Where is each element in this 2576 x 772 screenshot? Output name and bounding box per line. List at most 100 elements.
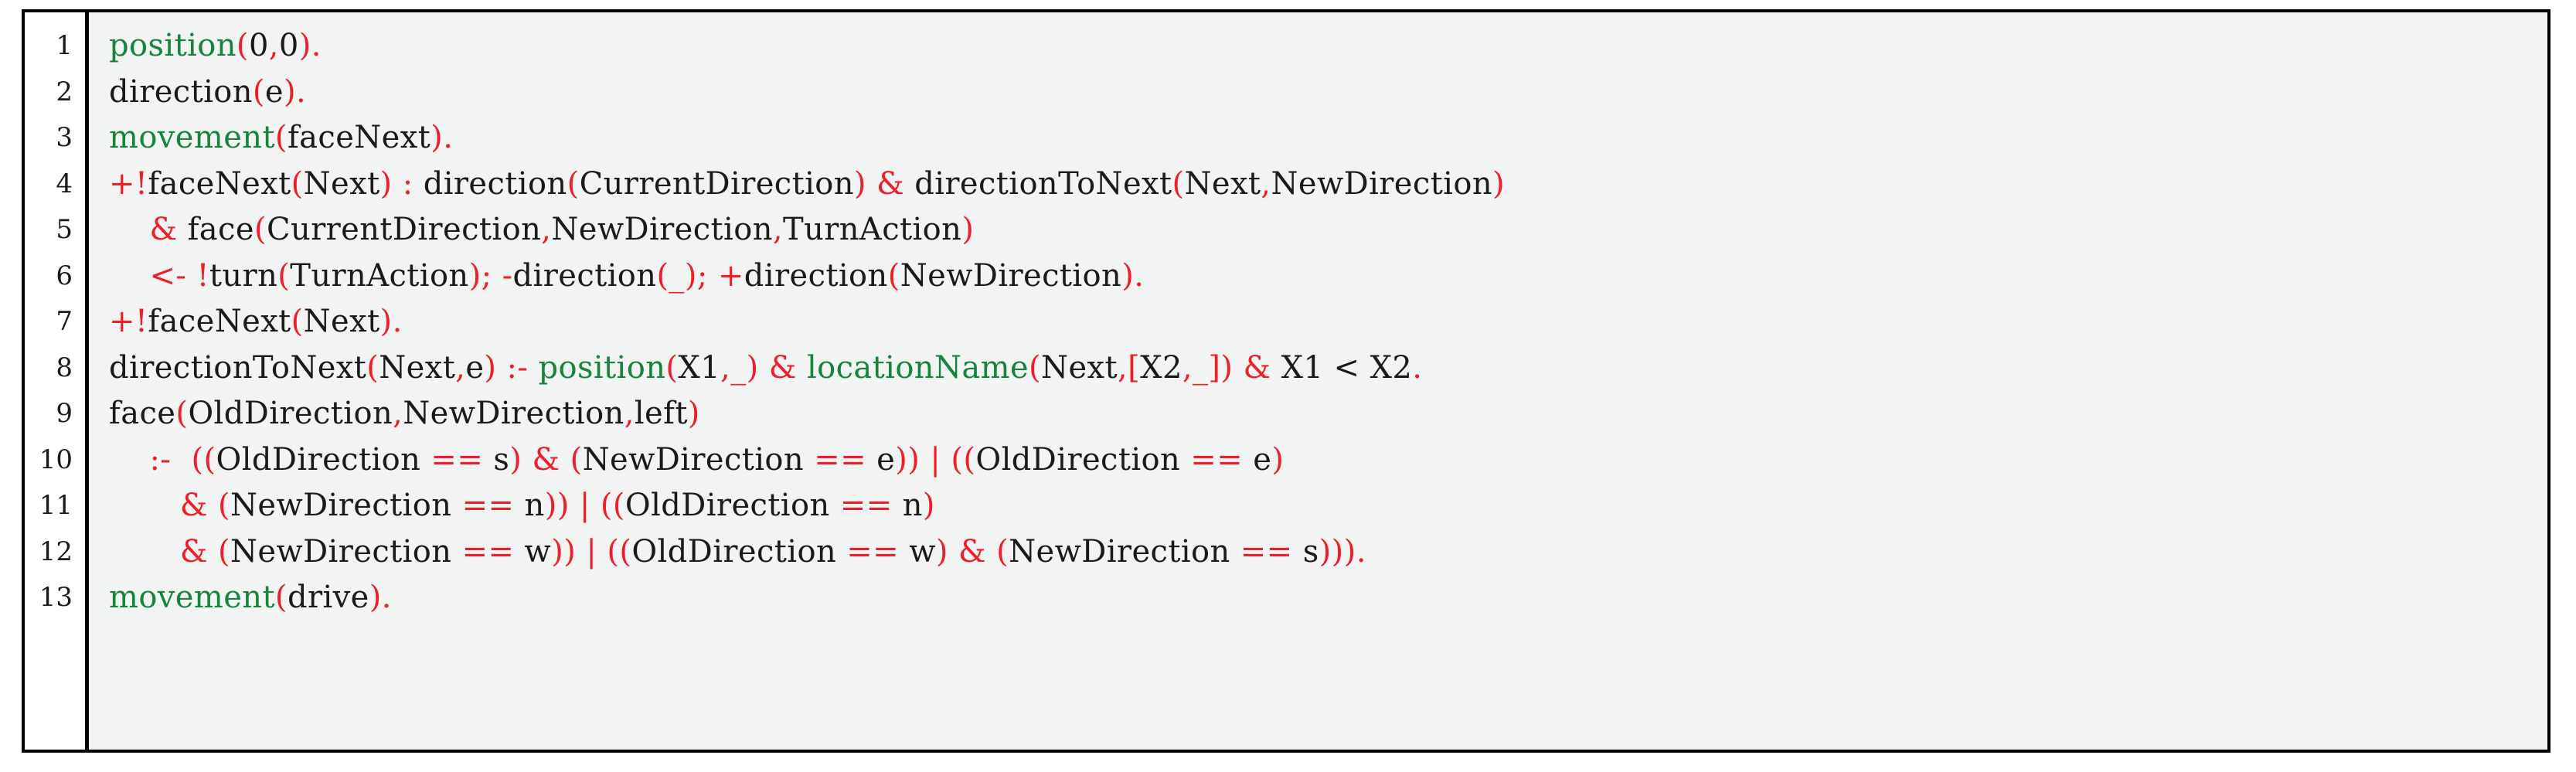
code-token: e: [465, 349, 485, 386]
code-token: OldDirection: [216, 441, 421, 478]
code-token: (: [217, 488, 230, 523]
code-token: [: [1128, 349, 1141, 386]
code-token: .: [381, 580, 392, 615]
code-token: ): [509, 441, 522, 478]
code-token: [109, 212, 149, 247]
code-token: [496, 350, 506, 386]
code-token: ==: [839, 488, 893, 523]
code-token: ((: [191, 441, 216, 478]
code-token: ): [379, 304, 393, 339]
code-line[interactable]: +!faceNext(Next) : direction(CurrentDire…: [109, 162, 2547, 208]
code-token: [597, 534, 607, 570]
code-line[interactable]: & (NewDirection == n)) | ((OldDirection …: [109, 483, 2547, 529]
line-number: 3: [56, 122, 73, 153]
code-token: (: [274, 580, 288, 615]
code-token: [451, 488, 461, 523]
code-line[interactable]: & face(CurrentDirection,NewDirection,Tur…: [109, 207, 2547, 253]
code-token: TurnAction: [782, 212, 962, 247]
code-token: [836, 534, 846, 570]
code-token: [866, 166, 876, 202]
code-token: |: [586, 533, 597, 570]
code-content-area[interactable]: position(0,0).direction(e).movement(face…: [89, 12, 2547, 750]
code-token: turn: [209, 257, 278, 294]
code-token: ,: [772, 212, 783, 247]
code-token: ,: [720, 349, 731, 386]
code-token: Next: [303, 165, 380, 202]
code-token: .: [392, 304, 403, 339]
code-line[interactable]: movement(faceNext).: [109, 115, 2547, 162]
code-line[interactable]: & (NewDirection == w)) | ((OldDirection …: [109, 529, 2547, 576]
code-token: [492, 258, 502, 294]
code-token: );: [468, 257, 492, 294]
code-line[interactable]: :- ((OldDirection == s) & (NewDirection …: [109, 437, 2547, 484]
code-token: e: [264, 73, 284, 110]
code-token: n: [514, 488, 545, 523]
code-token: ((: [951, 441, 976, 478]
code-token: [570, 488, 580, 523]
code-token: (: [217, 533, 230, 570]
code-token: drive: [287, 580, 369, 615]
code-token: .: [311, 28, 322, 63]
code-token: :: [402, 165, 413, 202]
code-token: w: [514, 533, 552, 570]
code-line[interactable]: directionToNext(Next,e) :- position(X1,_…: [109, 345, 2547, 392]
code-token: [522, 442, 532, 478]
code-token: face: [109, 396, 176, 431]
line-number: 6: [56, 260, 73, 291]
code-token: );: [684, 257, 708, 294]
code-token: OldDirection: [624, 488, 830, 523]
code-token: [1180, 442, 1190, 478]
code-token: Next: [379, 349, 456, 386]
code-token: ,: [393, 396, 403, 431]
code-token: n: [892, 488, 923, 523]
code-token: ,: [624, 396, 635, 431]
code-line[interactable]: <- !turn(TurnAction); -direction(_); +di…: [109, 253, 2547, 300]
code-token: ): [687, 396, 700, 431]
line-number: 1: [56, 30, 73, 61]
line-number: 12: [39, 536, 73, 567]
code-token: position: [538, 349, 666, 386]
code-token: w: [899, 533, 936, 570]
code-token: direction: [744, 257, 888, 294]
code-token: ==: [814, 441, 867, 478]
code-token: faceNext: [287, 120, 431, 155]
code-token: ): [961, 212, 975, 247]
code-line[interactable]: movement(drive).: [109, 575, 2547, 621]
code-token: NewDirection: [551, 212, 773, 247]
code-token: [109, 258, 149, 294]
code-token: [208, 534, 218, 570]
code-line[interactable]: direction(e).: [109, 70, 2547, 116]
code-token: [941, 442, 951, 478]
code-token: [797, 350, 807, 386]
code-token: direction: [512, 257, 657, 294]
code-token: ==: [1190, 441, 1244, 478]
code-token: _: [730, 349, 747, 386]
code-token: position: [109, 28, 237, 63]
code-token: |: [579, 488, 590, 523]
line-number: 2: [56, 76, 73, 107]
code-token: CurrentDirection: [266, 212, 542, 247]
code-token: directionToNext: [904, 165, 1172, 202]
code-token: TurnAction: [290, 257, 469, 294]
code-token: (: [236, 28, 249, 63]
code-token: ,: [1182, 349, 1193, 386]
code-token: (: [570, 441, 583, 478]
code-token: Next: [1041, 349, 1118, 386]
code-token: &: [958, 533, 987, 570]
code-token: ): [1492, 165, 1506, 202]
line-number: 5: [56, 214, 73, 245]
code-token: Next: [303, 304, 380, 339]
code-line[interactable]: position(0,0).: [109, 23, 2547, 70]
code-token: [948, 534, 958, 570]
code-token: &: [768, 349, 797, 386]
code-line[interactable]: +!faceNext(Next).: [109, 299, 2547, 345]
code-token: ): [1121, 257, 1135, 294]
code-token: ): [379, 165, 393, 202]
code-token: (: [291, 304, 304, 339]
code-token: [420, 442, 430, 478]
code-token: &: [149, 212, 178, 247]
code-token: ): [298, 28, 311, 63]
code-line[interactable]: face(OldDirection,NewDirection,left): [109, 391, 2547, 437]
code-token: (: [277, 257, 291, 294]
